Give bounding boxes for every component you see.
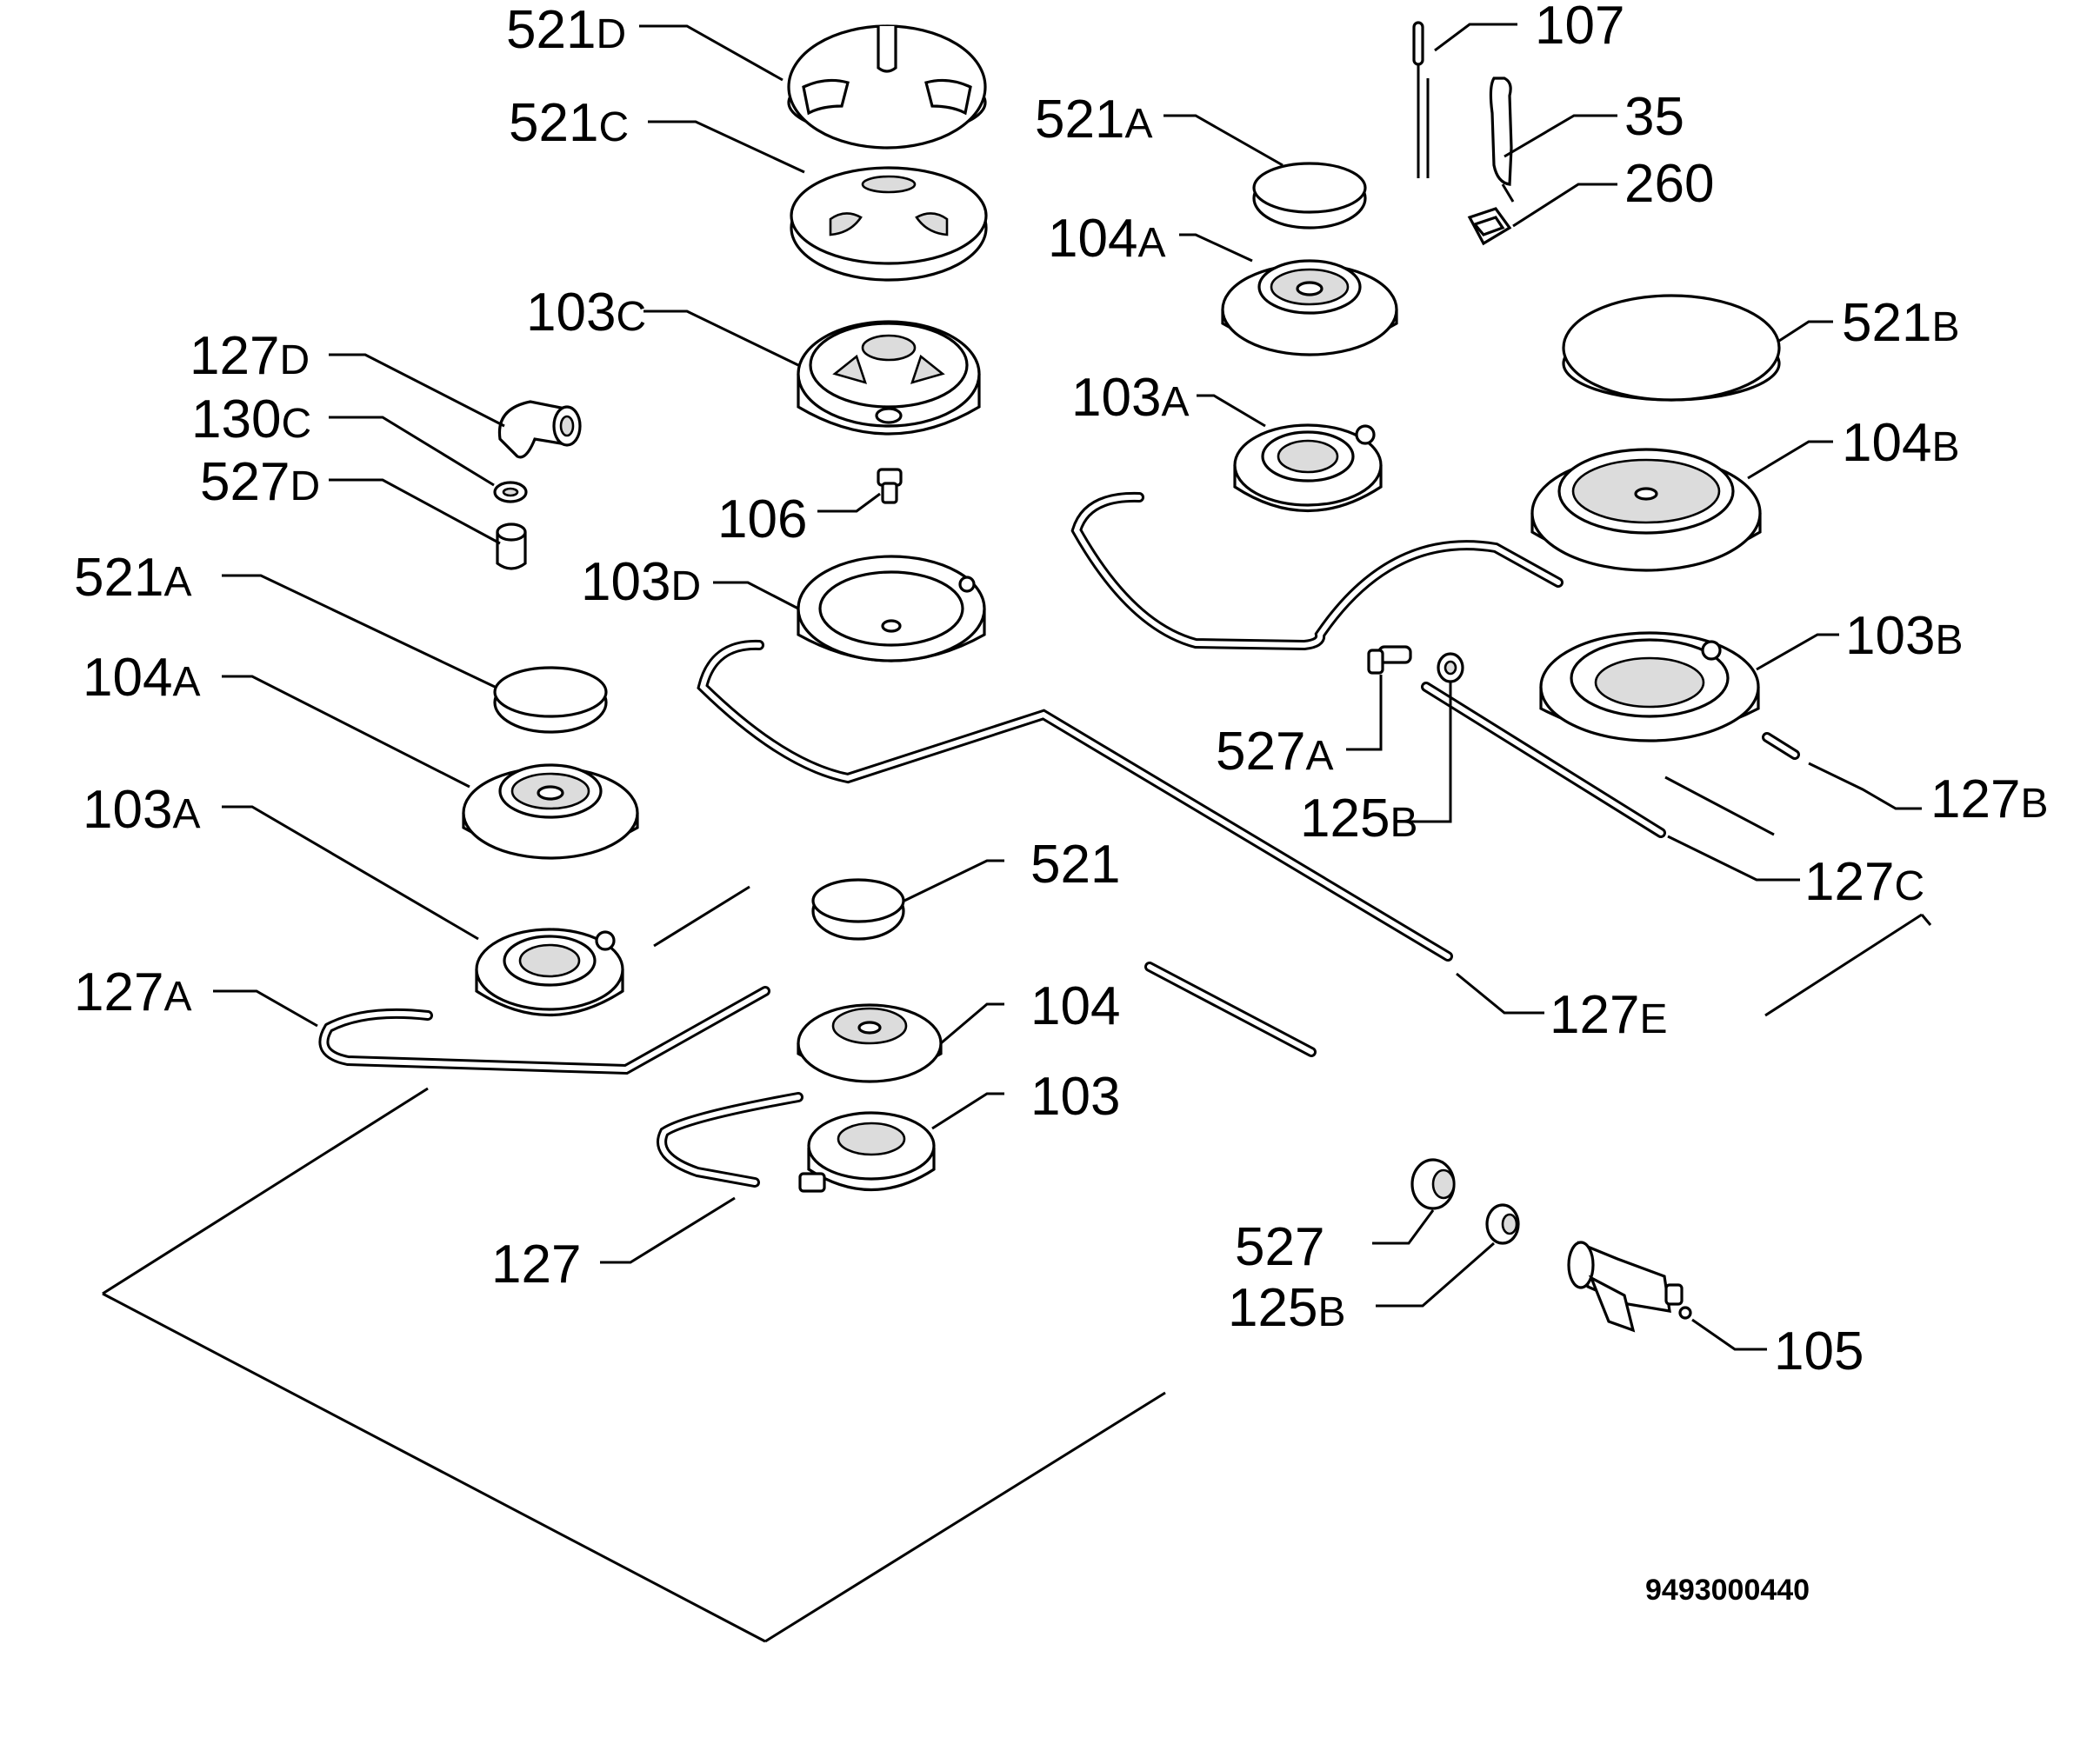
part-103-center-burner-body: [798, 1111, 936, 1193]
tube-127e: [697, 639, 1453, 962]
part-130c-washer: [493, 481, 528, 503]
reference-code: 9493000440: [1645, 1574, 1810, 1607]
label-104a-right: 104A: [1048, 209, 1165, 269]
part-104b-large-crown: [1530, 448, 1762, 572]
label-127c: 127C: [1804, 852, 1924, 912]
part-104a-left-crown: [462, 763, 639, 860]
part-125b-bottom-gasket: [1485, 1203, 1520, 1245]
part-104-center-crown: [797, 1003, 943, 1083]
label-125b-bottom: 125B: [1228, 1278, 1345, 1338]
label-127: 127: [491, 1235, 581, 1295]
part-521d-burner-cap: [787, 24, 987, 150]
label-527: 527: [1235, 1217, 1324, 1277]
label-103: 103: [1030, 1067, 1120, 1127]
label-127d: 127D: [190, 326, 310, 386]
part-107-spark-electrode: [1412, 21, 1430, 178]
label-521a-right: 521A: [1035, 90, 1152, 150]
part-103b-large-burner-body: [1539, 631, 1760, 742]
label-521d: 521D: [506, 0, 626, 60]
part-103a-left-burner-body: [475, 928, 624, 1017]
label-127a: 127A: [74, 962, 191, 1022]
tube-127a: [318, 962, 1317, 1075]
label-104: 104: [1030, 976, 1120, 1036]
label-260: 260: [1624, 154, 1714, 214]
label-106: 106: [717, 489, 807, 549]
part-105-gas-valve: [1567, 1241, 1692, 1333]
label-103a-left: 103A: [83, 780, 200, 840]
part-521-center-cap: [811, 878, 905, 941]
part-35-thermocouple: [1489, 77, 1515, 203]
part-103d-burner-ring: [797, 555, 986, 662]
label-127e: 127E: [1550, 985, 1667, 1045]
part-260-clip: [1467, 207, 1512, 246]
part-527-fitting: [1410, 1158, 1456, 1210]
callout-labels: 521D 521C 103C 127D 130C 527D 106 103D 5…: [74, 0, 2048, 1607]
label-105: 105: [1774, 1321, 1864, 1381]
label-521: 521: [1030, 835, 1120, 895]
part-125b-top-gasket: [1437, 652, 1464, 683]
label-125b-top: 125B: [1300, 789, 1417, 849]
tube-127b: [1762, 732, 1800, 760]
part-106-nozzle: [877, 468, 903, 504]
label-104b: 104B: [1842, 413, 1959, 473]
part-521a-right-cap: [1252, 162, 1367, 230]
hob-outline: [102, 775, 1932, 1643]
part-521a-left-cap: [493, 666, 608, 734]
label-521b: 521B: [1842, 293, 1959, 353]
tube-127: [657, 1092, 803, 1188]
label-103d: 103D: [581, 552, 701, 612]
label-521a-left: 521A: [74, 548, 191, 608]
leader-lines: [213, 23, 1922, 1351]
part-527d-fitting: [496, 523, 527, 570]
part-521c-burner-cap: [790, 166, 988, 282]
label-527a: 527A: [1216, 722, 1333, 782]
part-103a-right-burner-body: [1233, 423, 1383, 513]
part-127d-elbow-connector: [497, 400, 582, 459]
label-130c: 130C: [191, 389, 311, 449]
label-35: 35: [1624, 87, 1684, 147]
part-521b-large-cap: [1562, 294, 1781, 402]
part-103c-burner-body: [797, 320, 981, 436]
label-527d: 527D: [200, 452, 320, 512]
label-103c: 103C: [526, 283, 646, 343]
part-527a-fitting: [1367, 645, 1412, 675]
tube-127c: [1070, 491, 1666, 838]
label-104a-left: 104A: [83, 648, 200, 708]
part-104a-right-crown: [1221, 259, 1398, 356]
label-521c: 521C: [509, 93, 629, 153]
label-103b: 103B: [1845, 606, 1963, 666]
label-103a-right: 103A: [1071, 368, 1189, 428]
label-127b: 127B: [1930, 769, 2048, 829]
label-107: 107: [1535, 0, 1624, 56]
